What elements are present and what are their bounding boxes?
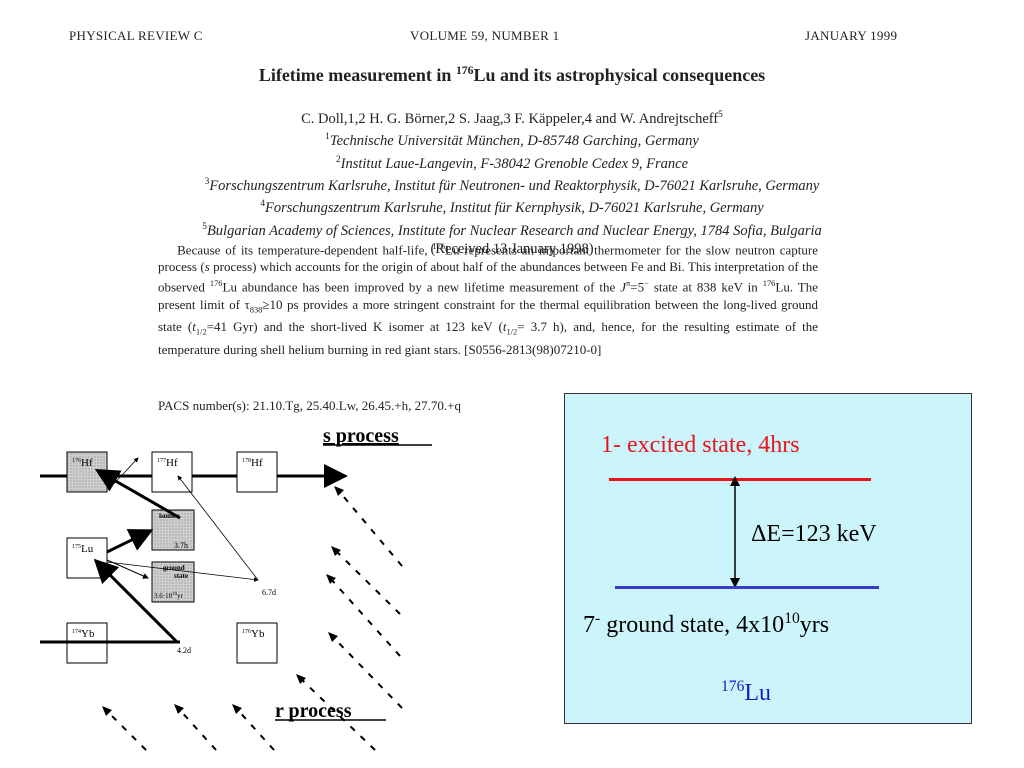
yb-to-lu175-arrow [93, 558, 179, 644]
title-sup: 176 [455, 64, 474, 77]
r-process-arrows [105, 489, 403, 751]
lu176-level-box: 1- excited state, 4hrs ΔE=123 keV 7- gro… [564, 393, 972, 724]
nuclide-yb176-box [236, 622, 278, 664]
author-block: C. Doll,1,2 H. G. Börner,2 S. Jaag,3 F. … [0, 106, 1024, 258]
nuclide-hf177: 177Hf [157, 457, 178, 469]
nuclide-yb176: 176Yb [242, 628, 265, 640]
nuclide-yb174: 174Yb [72, 628, 95, 640]
ground-state-line [615, 586, 879, 589]
received-date: (Received 13 January 1998) [430, 240, 594, 257]
r-process-arrowheads [102, 486, 344, 716]
lu176-ground-box [151, 561, 195, 603]
thin-decay-arrow-1 [107, 457, 139, 491]
pacs-numbers: PACS number(s): 21.10.Tg, 25.40.Lw, 26.4… [158, 398, 461, 413]
ground-halflife: 3.6·1010yr [154, 592, 184, 600]
energy-gap-arrow [730, 476, 740, 588]
thin-decay-arrow-2 [177, 475, 259, 581]
nuclide-lu175: 175Lu [72, 543, 94, 555]
affiliation-5: 5Bulgarian Academy of Sciences, Institut… [202, 221, 822, 239]
nuclide-hf178-box [236, 451, 278, 493]
title-post: Lu and its astrophysical consequences [473, 65, 766, 85]
paper-title: Lifetime measurement in 176Lu and its as… [0, 64, 1024, 86]
nuclide-hf176: 176Hf [72, 457, 93, 469]
r-process-label: r process [275, 700, 352, 722]
s-process-label: s process [323, 425, 399, 447]
isomer-halflife: 3.7h [174, 541, 188, 550]
affiliation-4: 4Forschungszentrum Karlsruhe, Institut f… [260, 199, 764, 217]
thin-decay-arrow-3 [106, 561, 259, 582]
energy-difference: ΔE=123 keV [751, 521, 877, 547]
affiliation-2: 2Institut Laue-Langevin, F-38042 Grenobl… [335, 154, 689, 172]
s-process-diagram: s process 176Hf 177Hf 178Hf 175Lu 174Yb … [40, 425, 432, 751]
isomer-to-hf176-arrow [94, 469, 181, 520]
nuclide-hf178: 178Hf [242, 457, 263, 469]
excited-state-line [609, 478, 871, 481]
volume-number: VOLUME 59, NUMBER 1 [410, 28, 560, 43]
affiliation-3: 3Forschungszentrum Karlsruhe, Institut f… [204, 176, 820, 194]
decay-4.2d: 4.2d [177, 646, 191, 655]
abstract: Because of its temperature-dependent hal… [158, 241, 819, 357]
lu175-to-isomer-arrow [106, 529, 154, 554]
affiliations: 1Technische Universität München, D-85748… [0, 128, 1024, 240]
decay-6.7d: 6.7d [262, 588, 276, 597]
isotope-label: 176Lu [721, 678, 772, 706]
isomer-label: isomer [159, 512, 179, 520]
title-pre: Lifetime measurement in [258, 65, 456, 85]
ground-label2: state [174, 572, 188, 580]
issue-date: JANUARY 1999 [805, 28, 898, 43]
journal-name: PHYSICAL REVIEW C [69, 28, 203, 43]
excited-state-label: 1- excited state, 4hrs [601, 432, 800, 458]
authors-line: C. Doll,1,2 H. G. Börner,2 S. Jaag,3 F. … [301, 110, 723, 127]
affiliation-1: 1Technische Universität München, D-85748… [325, 132, 699, 150]
ground-label: ground [163, 564, 185, 572]
ground-state-label: 7- ground state, 4x1010yrs [583, 610, 830, 638]
